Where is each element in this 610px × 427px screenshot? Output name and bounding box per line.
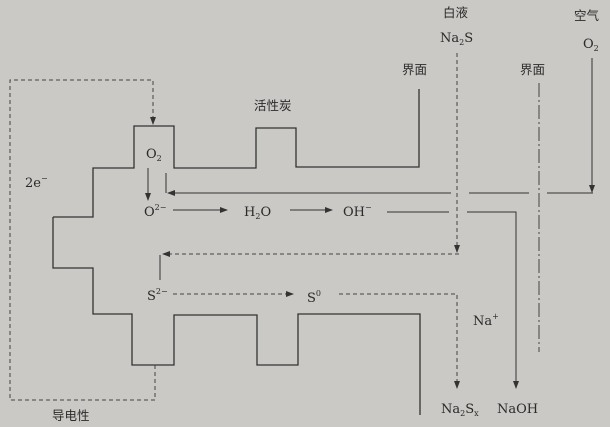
s0-label: S0 bbox=[307, 289, 321, 306]
na2sx-out-arrow bbox=[339, 293, 460, 389]
naoh-label: NaOH bbox=[497, 402, 538, 417]
na2s-label: Na2S bbox=[440, 31, 473, 47]
o2-inner-label: O2 bbox=[146, 147, 162, 163]
electrons-label: 2e− bbox=[25, 174, 48, 191]
white-liquor-label: 白液 bbox=[443, 5, 469, 20]
electron-path bbox=[9, 79, 156, 401]
na-plus-label: Na+ bbox=[473, 312, 499, 329]
na2sx-label: Na2Sx bbox=[441, 402, 479, 418]
carbon-outline-lower bbox=[52, 217, 421, 415]
activated-carbon-label: 活性炭 bbox=[254, 98, 292, 113]
air-label: 空气 bbox=[574, 8, 600, 23]
naoh-out-arrow bbox=[467, 211, 519, 389]
s2-minus-label: S2− bbox=[147, 287, 168, 304]
interface-left-label: 界面 bbox=[402, 62, 427, 77]
o2-minus-label: O2− bbox=[144, 203, 166, 220]
interface-right-label: 界面 bbox=[520, 62, 545, 77]
h2o-label: H2O bbox=[244, 205, 271, 221]
carbon-outline-upper bbox=[53, 89, 420, 218]
o2-air-label: O2 bbox=[583, 37, 599, 53]
conductivity-label: 导电性 bbox=[52, 408, 90, 423]
oh-minus-label: OH− bbox=[343, 203, 372, 220]
